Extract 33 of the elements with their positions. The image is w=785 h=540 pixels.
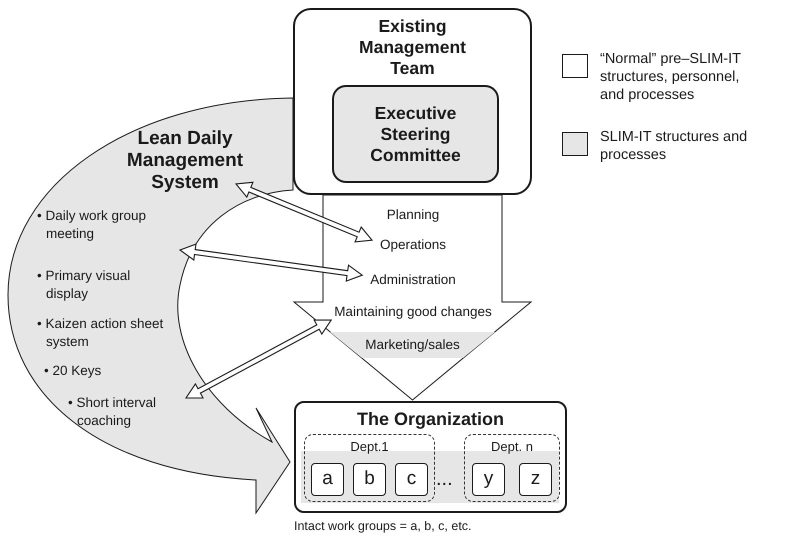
band-heading: Lean Daily Management System [126,128,244,194]
bullet-item: • Daily work group meeting [37,207,148,243]
process-label: Planning [386,207,440,223]
process-band: Marketing/sales [330,332,495,358]
department-group [304,434,435,502]
down-arrow-shape [294,195,531,400]
box-title: The Organization [356,408,505,430]
double-arrow [178,243,364,282]
committee-box: Executive Steering Committee [332,85,499,183]
footnote: Intact work groups = a, b, c, etc. [294,519,472,534]
bullet-item: • Primary visual display [37,267,132,303]
bullet-item: • Short interval coaching [68,394,158,430]
process-label: Maintaining good changes [334,304,492,320]
bullet-item: • 20 Keys [44,362,102,380]
process-label: Operations [380,237,446,253]
group-label: Dept.1 [349,439,390,455]
work-group-box: z [519,463,552,496]
management-box [293,8,532,195]
legend-text: SLIM-IT structures and processes [600,128,748,164]
department-group [464,434,560,502]
work-group-box: b [353,463,386,496]
double-arrow [234,182,374,243]
work-group-box: y [472,463,505,496]
organization-box [294,401,567,513]
box-title: Existing Management Team [358,16,467,79]
process-label: Administration [370,272,456,288]
work-group-box: c [395,463,428,496]
ellipsis-mark: ... [436,468,453,490]
legend-text: “Normal” pre–SLIM-IT structures, personnel, and processes [600,50,742,104]
work-group-box: a [311,463,344,496]
bullet-item: • Kaizen action sheet system [37,315,164,351]
group-label: Dept. n [490,439,534,455]
double-arrow [184,319,332,399]
